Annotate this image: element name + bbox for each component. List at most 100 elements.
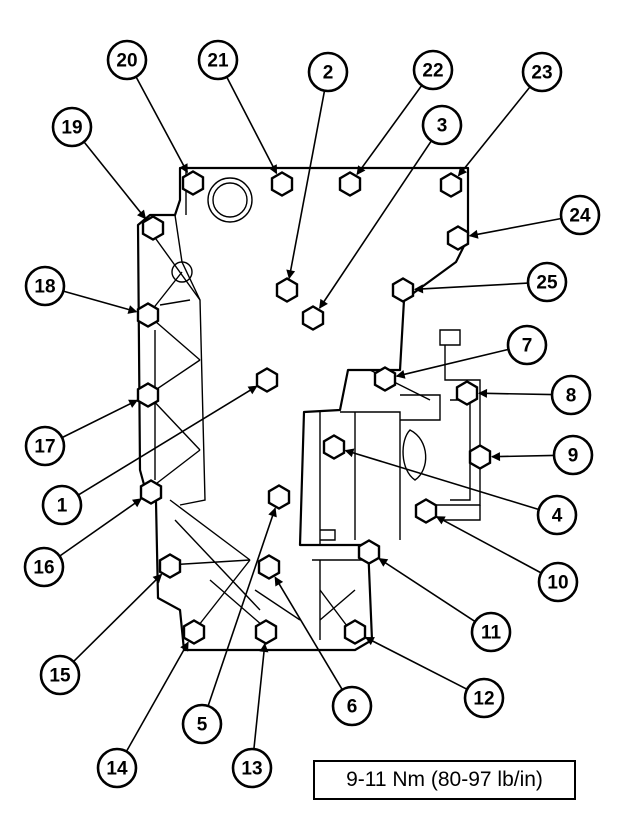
- torque-spec-text: 9-11 Nm (80-97 lb/in): [346, 768, 543, 791]
- leader-arrow-7: [395, 370, 406, 379]
- leader-arrow-12: [364, 637, 375, 646]
- callout-circle-12: [463, 677, 505, 719]
- leader-arrow-10: [435, 516, 446, 525]
- leader-arrow-24: [468, 229, 479, 239]
- callout-circle-21: [197, 39, 239, 81]
- callout-circle-19: [51, 106, 93, 148]
- leader-line-2: [288, 90, 326, 279]
- leader-line-9: [491, 454, 555, 458]
- callout-circle-23: [521, 51, 563, 93]
- leader-arrow-20: [179, 163, 188, 174]
- leader-line-10: [436, 515, 542, 574]
- bolt-8: [455, 380, 479, 406]
- leader-line-1: [77, 385, 258, 496]
- torque-spec-box: 9-11 Nm (80-97 lb/in): [313, 760, 576, 800]
- callout-circle-1: [41, 484, 83, 526]
- bolt-24: [446, 225, 470, 251]
- leader-line-5: [207, 508, 276, 707]
- leader-line-12: [365, 636, 468, 691]
- callout-label-9: 9: [568, 446, 579, 467]
- bolt-1: [255, 367, 279, 393]
- leader-arrow-3: [319, 298, 328, 309]
- leader-arrow-4: [344, 448, 355, 458]
- callout-circle-11: [470, 611, 512, 653]
- callout-label-17: 17: [34, 437, 55, 458]
- bolt-11: [357, 539, 381, 565]
- callout-label-14: 14: [106, 759, 128, 780]
- leader-arrow-8: [478, 388, 488, 398]
- bolt-15: [158, 553, 182, 579]
- leader-arrow-2: [286, 269, 296, 280]
- leader-line-8: [478, 392, 553, 396]
- callout-label-13: 13: [241, 759, 262, 780]
- leader-line-7: [396, 348, 509, 377]
- bolt-22: [338, 171, 362, 197]
- leader-arrow-9: [491, 452, 501, 462]
- leader-arrow-15: [152, 573, 163, 584]
- right-valve-section: [312, 329, 481, 640]
- bolt-7: [373, 366, 397, 392]
- callout-label-11: 11: [481, 623, 502, 644]
- callout-circle-16: [23, 546, 65, 588]
- leader-arrow-23: [457, 166, 467, 177]
- leader-arrow-14: [180, 641, 189, 652]
- bolt-18: [136, 302, 160, 328]
- callout-label-6: 6: [347, 697, 358, 718]
- callout-label-22: 22: [422, 61, 443, 82]
- bolt-group: [136, 170, 492, 645]
- leader-line-group: [59, 76, 562, 752]
- leader-line-16: [59, 498, 142, 557]
- callout-circle-6: [331, 685, 373, 727]
- leader-arrow-6: [274, 576, 284, 587]
- callout-label-24: 24: [569, 206, 591, 227]
- callout-label-12: 12: [473, 689, 494, 710]
- callout-label-20: 20: [116, 51, 137, 72]
- leader-line-20: [135, 76, 189, 173]
- leader-arrow-22: [356, 165, 366, 176]
- leader-arrow-5: [268, 507, 277, 518]
- callout-circle-4: [536, 494, 578, 536]
- callout-label-23: 23: [531, 63, 552, 84]
- callout-label-18: 18: [34, 277, 55, 298]
- leader-line-23: [457, 86, 531, 177]
- callout-label-10: 10: [547, 573, 568, 594]
- callout-circle-24: [559, 194, 601, 236]
- bolt-10: [414, 498, 438, 524]
- leader-arrow-21: [268, 164, 277, 175]
- leader-line-14: [125, 642, 189, 752]
- leader-line-11: [378, 557, 476, 623]
- leader-arrow-11: [378, 558, 389, 567]
- leader-line-18: [63, 290, 137, 313]
- leader-line-4: [345, 449, 540, 511]
- leader-line-21: [225, 76, 278, 174]
- bolt-6: [257, 554, 281, 580]
- bolt-12: [343, 619, 367, 645]
- callout-circle-22: [412, 49, 454, 91]
- callout-label-7: 7: [522, 336, 533, 357]
- callout-circle-2: [307, 51, 349, 93]
- leader-line-22: [356, 84, 423, 175]
- callout-label-5: 5: [197, 715, 208, 736]
- bolt-2: [275, 277, 299, 303]
- bolt-16: [139, 479, 163, 505]
- callout-circle-18: [24, 265, 66, 307]
- callout-circle-13: [231, 747, 273, 789]
- callout-circle-17: [24, 425, 66, 467]
- bolt-20: [181, 170, 205, 196]
- leader-line-13: [253, 643, 266, 750]
- bolt-19: [141, 215, 165, 241]
- callout-circle-9: [552, 434, 594, 476]
- leader-arrow-18: [127, 305, 138, 314]
- leader-line-6: [274, 576, 343, 691]
- callout-label-19: 19: [61, 118, 82, 139]
- callout-circle-5: [181, 703, 223, 745]
- bolt-4: [322, 434, 346, 460]
- bolt-17: [136, 382, 160, 408]
- callout-circle-14: [96, 747, 138, 789]
- bolt-9: [468, 444, 492, 470]
- callout-circle-3: [421, 104, 463, 146]
- leader-line-15: [72, 573, 163, 663]
- callout-circle-15: [39, 654, 81, 696]
- callout-label-3: 3: [437, 116, 448, 137]
